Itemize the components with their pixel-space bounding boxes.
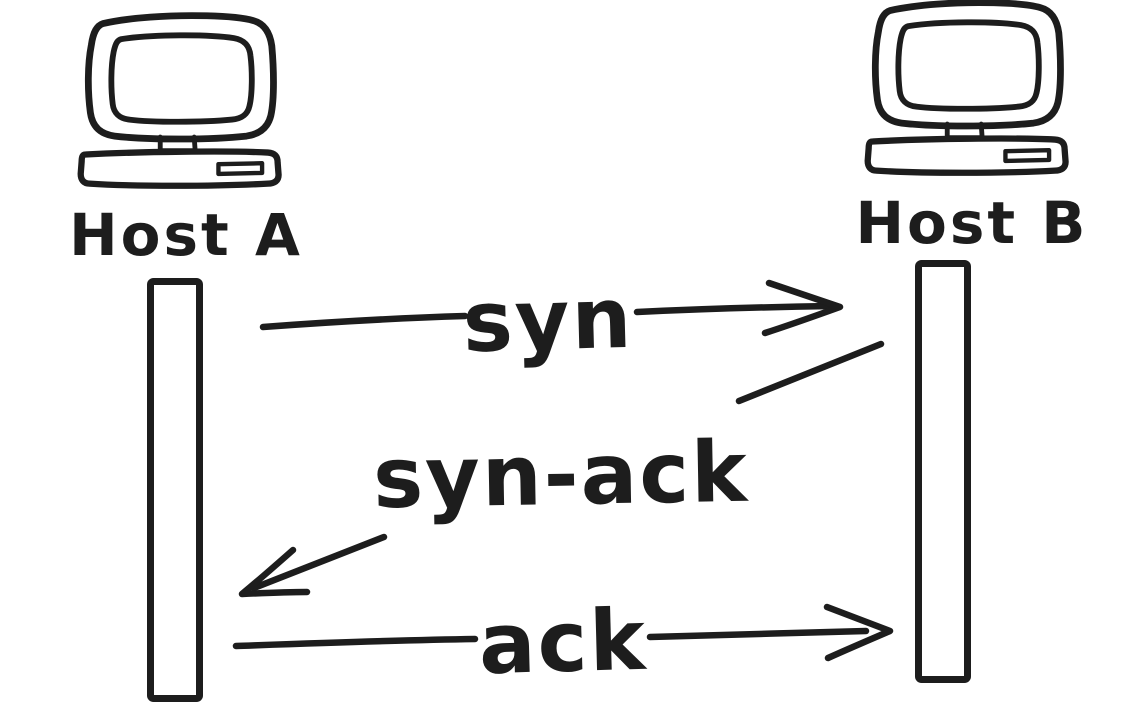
host-a-computer-icon bbox=[81, 16, 279, 186]
syn-arrow bbox=[259, 279, 844, 337]
ack-arrow bbox=[232, 603, 894, 662]
host-b-label: Host B bbox=[855, 189, 1089, 257]
ack-message-label: ack bbox=[477, 590, 649, 694]
host-a-label: Host A bbox=[69, 201, 303, 269]
host-b-lifeline-bar bbox=[915, 260, 971, 683]
syn-ack-arrow bbox=[238, 340, 885, 598]
host-b-computer-icon bbox=[868, 3, 1066, 173]
host-a-lifeline-bar bbox=[147, 278, 203, 702]
syn-ack-message-label: syn-ack bbox=[372, 422, 750, 528]
syn-message-label: syn bbox=[461, 268, 635, 372]
